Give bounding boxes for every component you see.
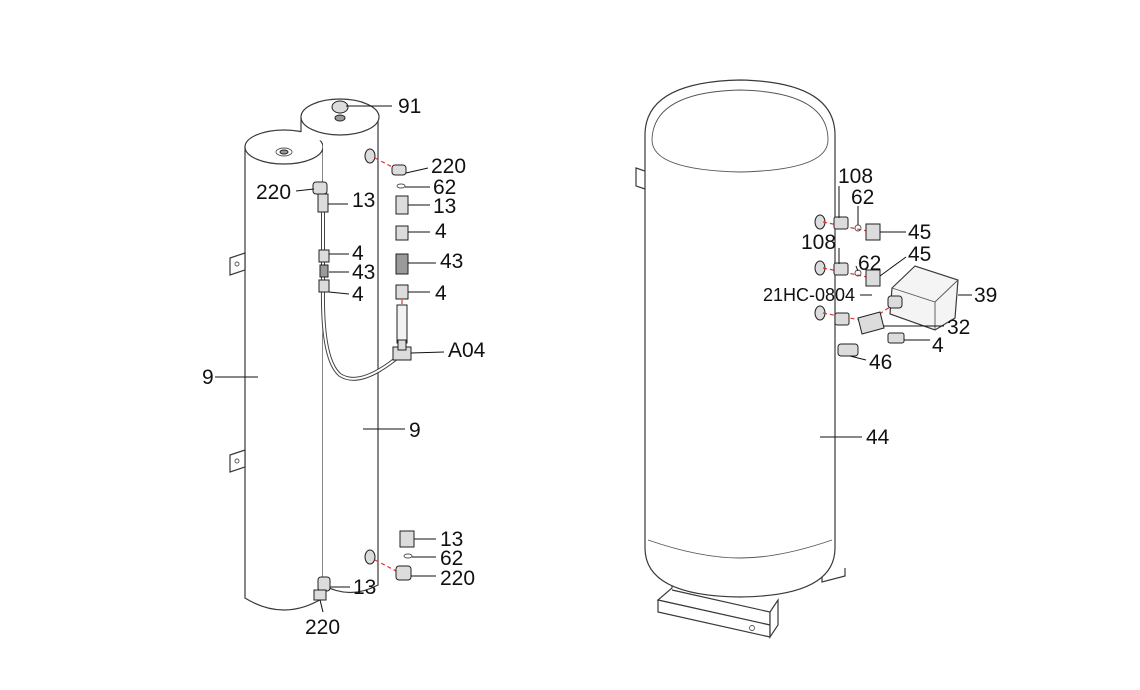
label-21hc-0804: 21HC-0804 xyxy=(763,285,855,305)
tank-front xyxy=(229,129,324,611)
label-4-hose-a: 4 xyxy=(352,242,364,265)
pressure-switch xyxy=(887,265,959,331)
label-220-top: 220 xyxy=(431,155,466,178)
manifold-32 xyxy=(857,311,885,335)
label-13-bottom: 13 xyxy=(440,528,463,551)
label-62-lower: 62 xyxy=(858,252,881,275)
label-46: 46 xyxy=(869,351,892,374)
label-13-left-top: 13 xyxy=(352,189,375,212)
label-62-top: 62 xyxy=(433,176,456,199)
label-4-upper: 4 xyxy=(435,220,447,243)
label-4: 4 xyxy=(932,334,944,357)
label-220-left-bottom: 220 xyxy=(305,616,340,639)
label-220-bottom: 220 xyxy=(440,567,475,590)
label-9-front: 9 xyxy=(202,366,214,389)
label-45-lower: 45 xyxy=(908,243,931,266)
right-assembly: 108 62 45 108 62 45 39 21HC-0804 32 4 46… xyxy=(635,79,997,639)
label-220-left-top: 220 xyxy=(256,181,291,204)
label-9-rear: 9 xyxy=(409,419,421,442)
tank-stand xyxy=(635,167,846,639)
label-108-upper: 108 xyxy=(838,165,873,188)
fitting-bottom xyxy=(399,530,415,548)
label-39: 39 xyxy=(974,284,997,307)
tank-44 xyxy=(644,79,836,598)
label-32: 32 xyxy=(947,316,970,339)
label-44: 44 xyxy=(866,426,890,449)
label-4-hose-b: 4 xyxy=(352,283,364,306)
label-13-top: 13 xyxy=(433,195,456,218)
label-4-lower: 4 xyxy=(435,282,447,305)
tank-rear xyxy=(300,98,380,594)
label-62-upper: 62 xyxy=(851,186,874,209)
label-43-hose: 43 xyxy=(352,261,375,284)
label-91: 91 xyxy=(398,95,421,118)
label-45-upper: 45 xyxy=(908,221,931,244)
label-108-lower: 108 xyxy=(801,231,836,254)
elbow-top xyxy=(391,164,407,176)
label-43: 43 xyxy=(440,250,463,273)
label-a04: A04 xyxy=(448,339,486,362)
left-assembly: 91 220 62 13 4 43 4 A04 9 9 220 13 4 43 … xyxy=(202,95,486,639)
label-13-left-bottom: 13 xyxy=(353,576,376,599)
label-62-bottom: 62 xyxy=(440,547,463,570)
fitting-left-top xyxy=(317,193,329,213)
